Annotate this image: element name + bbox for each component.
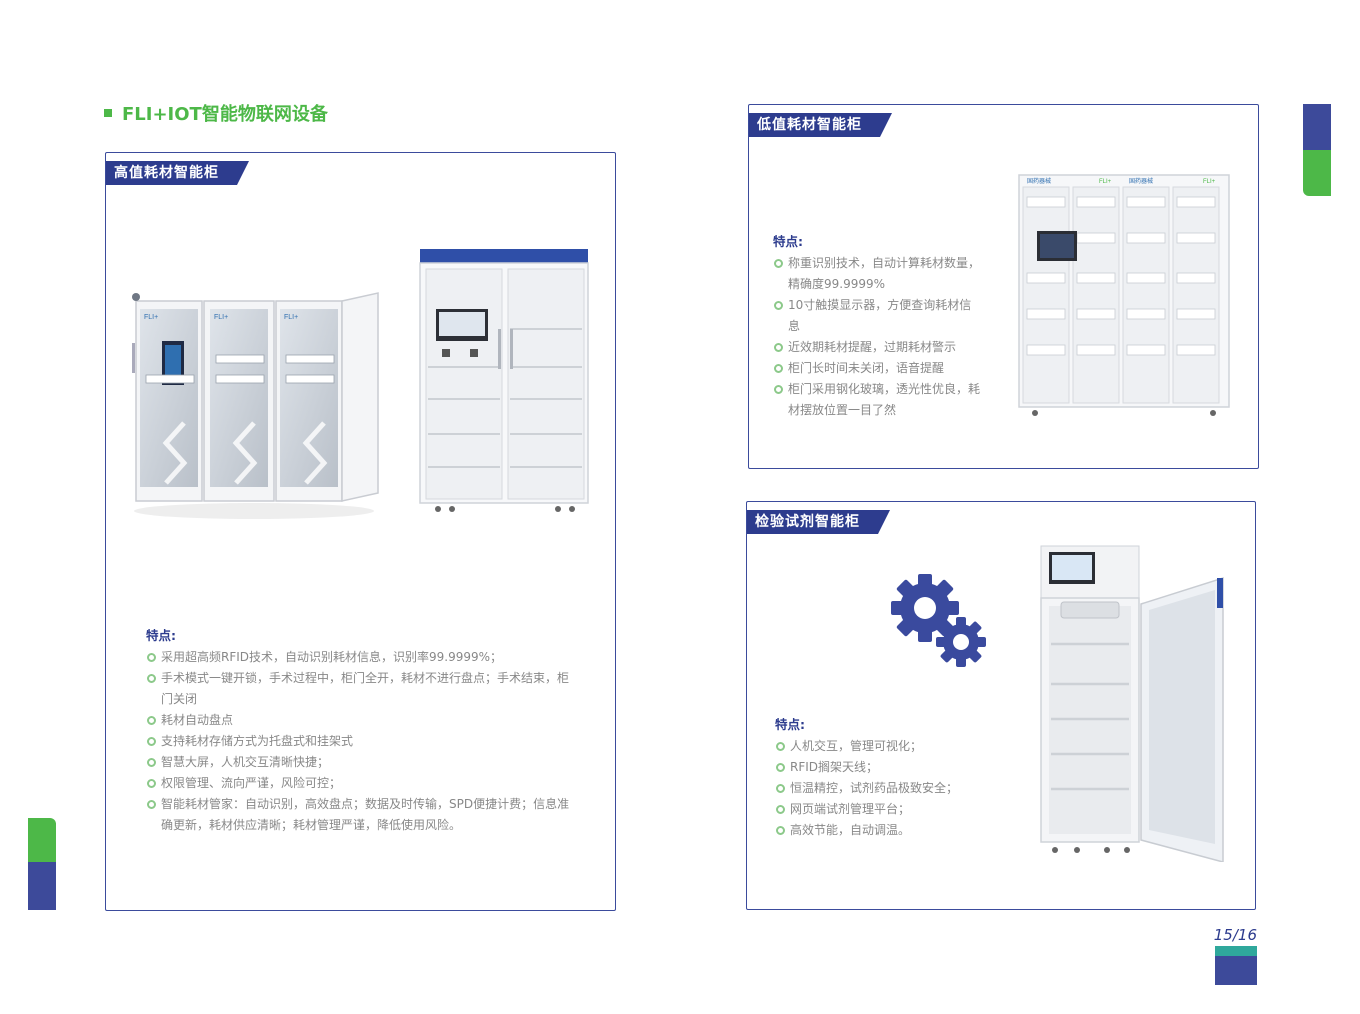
double-door-cabinet-image [419, 249, 589, 512]
high-value-panel-title: 高值耗材智能柜 [106, 161, 249, 185]
page-number-block [1215, 946, 1257, 985]
feature-item: 近效期耗材提醒，过期耗材警示 [773, 337, 983, 358]
feature-item: 高效节能，自动调温。 [775, 820, 975, 841]
feature-item: RFID搁架天线； [775, 757, 975, 778]
section-title: FLI+IOT智能物联网设备 [104, 100, 328, 126]
feature-item: 10寸触摸显示器，方便查询耗材信息 [773, 295, 983, 337]
high-value-cabinet-panel: 高值耗材智能柜 FLI+ FLI+ FLI+ [105, 152, 616, 911]
left-edge-strip [28, 818, 56, 910]
page-number: 15/16 [1213, 926, 1257, 944]
low-value-cabinet-panel: 低值耗材智能柜 特点: 称重识别技术，自动计算耗材数量，精确度99.9999% … [748, 104, 1259, 469]
cabinet-logo-4: FLI+ [1099, 179, 1112, 185]
high-value-features: 特点: 采用超高频RFID技术，自动识别耗材信息，识别率99.9999%； 手术… [146, 625, 576, 836]
feature-item: 采用超高频RFID技术，自动识别耗材信息，识别率99.9999%； [146, 647, 576, 668]
cabinet-brand-1: 国药器械 [1027, 177, 1051, 185]
section-title-text: FLI+IOT智能物联网设备 [122, 104, 328, 125]
gears-icon [891, 574, 986, 667]
low-value-panel-title: 低值耗材智能柜 [749, 113, 892, 137]
feature-item: 支持耗材存储方式为托盘式和挂架式 [146, 731, 576, 752]
cabinet-logo-2: FLI+ [214, 314, 228, 321]
features-heading: 特点: [146, 628, 176, 643]
reagent-cabinet-image [1040, 545, 1224, 862]
feature-item: 耗材自动盘点 [146, 710, 576, 731]
cabinet-logo-1: FLI+ [144, 314, 158, 321]
feature-item: 智能耗材管家：自动识别，高效盘点；数据及时传输，SPD便捷计费；信息准确更新，耗… [146, 794, 576, 836]
feature-item: 柜门采用钢化玻璃，透光性优良，耗材摆放位置一目了然 [773, 379, 983, 421]
right-edge-strip [1303, 104, 1331, 196]
feature-item: 柜门长时间未关闭，语音提醒 [773, 358, 983, 379]
low-value-cabinet-image: 国药器械 国药器械 FLI+ FLI+ [1018, 174, 1230, 416]
feature-item: 称重识别技术，自动计算耗材数量，精确度99.9999% [773, 253, 983, 295]
feature-item: 人机交互，管理可视化； [775, 736, 975, 757]
feature-item: 智慧大屏，人机交互清晰快捷； [146, 752, 576, 773]
low-value-features: 特点: 称重识别技术，自动计算耗材数量，精确度99.9999% 10寸触摸显示器… [773, 231, 983, 421]
cabinet-brand-2: 国药器械 [1129, 177, 1153, 185]
cabinet-logo-3: FLI+ [284, 314, 298, 321]
high-value-cabinet-image: FLI+ FLI+ FLI+ [132, 292, 379, 519]
reagent-cabinet-panel: 检验试剂智能柜 特点: 人机交互，管理可视化； [746, 501, 1256, 910]
reagent-features: 特点: 人机交互，管理可视化； RFID搁架天线； 恒温精控，试剂药品极致安全；… [775, 714, 975, 841]
features-heading: 特点: [775, 717, 805, 732]
feature-item: 权限管理、流向严谨，风险可控； [146, 773, 576, 794]
feature-item: 手术模式一键开锁，手术过程中，柜门全开，耗材不进行盘点；手术结束，柜门关闭 [146, 668, 576, 710]
feature-item: 网页端试剂管理平台； [775, 799, 975, 820]
features-heading: 特点: [773, 234, 803, 249]
reagent-panel-title: 检验试剂智能柜 [747, 510, 890, 534]
feature-item: 恒温精控，试剂药品极致安全； [775, 778, 975, 799]
cabinet-logo-5: FLI+ [1203, 179, 1216, 185]
heading-bullet-icon [104, 109, 112, 117]
